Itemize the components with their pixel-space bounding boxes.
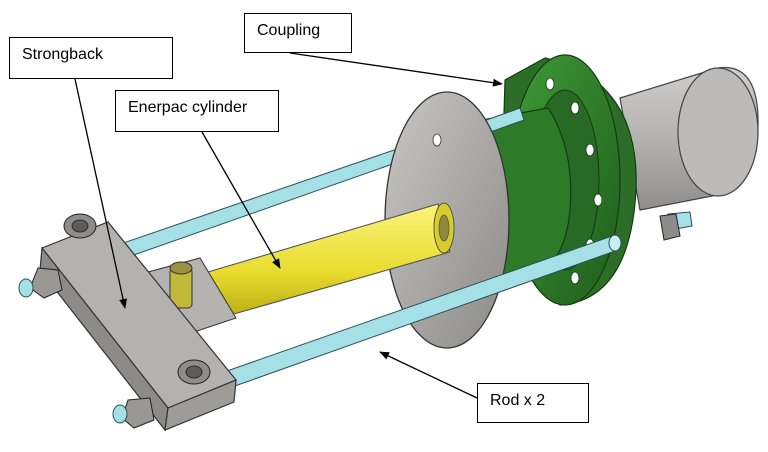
arrow-rod — [379, 351, 478, 399]
cylinder-mount — [147, 257, 237, 335]
coupling-label: Coupling — [244, 13, 352, 53]
hex-nuts — [18, 213, 681, 429]
arrow-enerpac — [201, 131, 281, 269]
arrow-coupling — [289, 52, 503, 87]
shaft — [619, 66, 759, 211]
leader-arrows — [74, 52, 503, 399]
rod-label: Rod x 2 — [477, 383, 589, 423]
arrow-strongback — [74, 78, 127, 309]
strongback-label: Strongback — [9, 37, 173, 79]
enerpac-cylinder-label: Enerpac cylinder — [115, 90, 279, 132]
